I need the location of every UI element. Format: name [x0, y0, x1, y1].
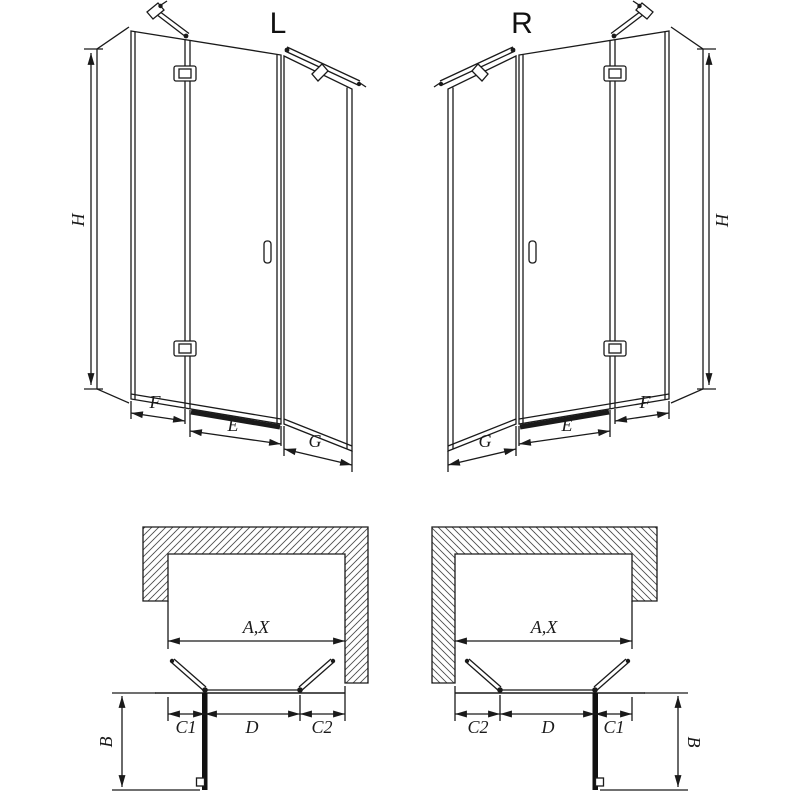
elevation-right-drawing	[434, 1, 716, 472]
label-c2-left: C2	[311, 717, 332, 737]
label-c1-right: C1	[603, 717, 624, 737]
label-e-right: E	[561, 415, 573, 435]
variant-label-left: L	[270, 7, 287, 40]
label-height-left: H	[68, 213, 88, 228]
label-f-left: F	[149, 392, 162, 412]
label-opening-width-left: A,X	[242, 617, 270, 637]
elevation-left-view: L H F E G	[68, 1, 366, 472]
plan-right-drawing	[432, 527, 688, 790]
elevation-left-drawing	[84, 1, 366, 472]
label-opening-width-right: A,X	[530, 617, 558, 637]
label-d-left: D	[245, 717, 259, 737]
label-c2-right: C2	[467, 717, 488, 737]
plan-right-view: A,X C2 D C1 B	[432, 527, 704, 790]
label-g-right: G	[479, 431, 492, 451]
label-d-right: D	[541, 717, 555, 737]
variant-label-right: R	[511, 7, 533, 40]
label-depth-left: B	[96, 737, 116, 748]
label-f-right: F	[639, 392, 652, 412]
label-c1-left: C1	[175, 717, 196, 737]
elevation-right-view: R H G E F	[434, 1, 732, 472]
plan-left-drawing	[112, 527, 368, 790]
label-depth-right: B	[684, 737, 704, 748]
plan-left-view: A,X C1 D C2 B	[96, 527, 368, 790]
label-g-left: G	[309, 431, 322, 451]
label-e-left: E	[227, 415, 239, 435]
label-height-right: H	[712, 213, 732, 228]
